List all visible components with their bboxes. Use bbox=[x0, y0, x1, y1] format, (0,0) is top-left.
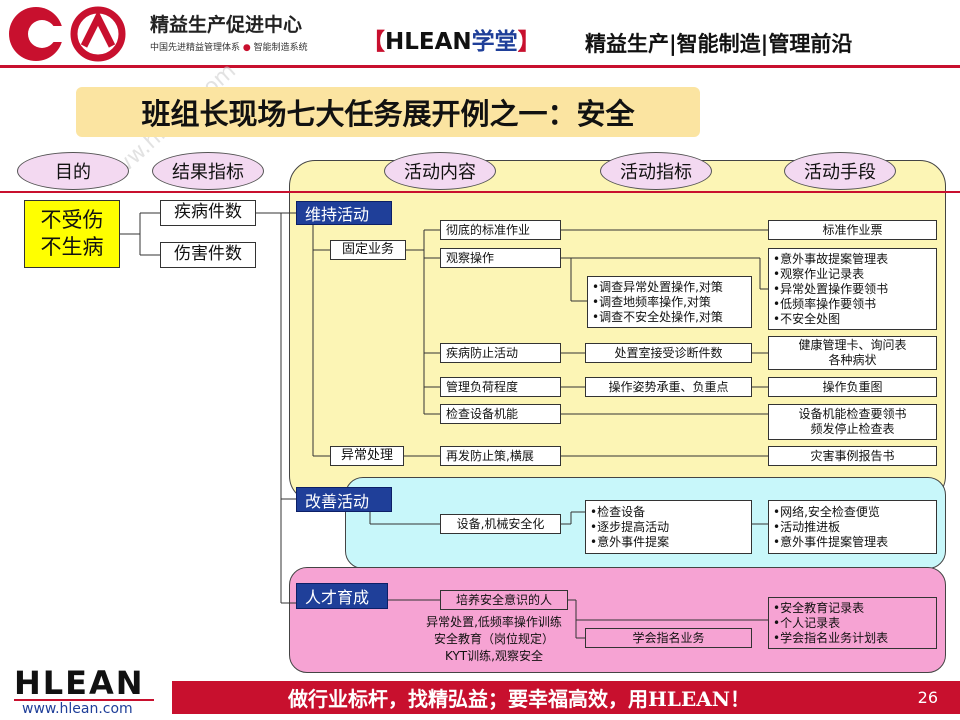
page-title: 班组长现场七大任务展开例之一：安全 bbox=[76, 87, 700, 137]
means-observe-line: •不安全处图 bbox=[773, 311, 841, 326]
column-activity-means: 活动手段 bbox=[784, 152, 896, 190]
means-observe: •意外事故提案管理表 •观察作业记录表 •异常处置操作要领书 •低频率操作要领书… bbox=[768, 248, 937, 330]
indicator-observe: •调查异常处置操作,对策 •调查地频率操作,对策 •调查不安全处操作,对策 bbox=[587, 276, 752, 328]
means-standard-work-sheet: 标准作业票 bbox=[768, 220, 937, 240]
center-subtitle: 中国先进精益管理体系 ● 智能制造系统 bbox=[150, 40, 308, 53]
brand-label: 【HLEAN学堂】 bbox=[362, 22, 541, 56]
indicator-observe-line: •调查不安全处操作,对策 bbox=[592, 309, 723, 324]
item-equipment-check: 检查设备机能 bbox=[440, 404, 561, 424]
result-injury-count: 伤害件数 bbox=[160, 242, 256, 268]
column-purpose: 目的 bbox=[17, 152, 129, 190]
footer-url: www.hlean.com bbox=[22, 701, 133, 717]
means-disaster-report: 灾害事例报告书 bbox=[768, 446, 937, 466]
footer-logo: HLEAN bbox=[14, 664, 145, 702]
improve-indicator-line: •检查设备 bbox=[590, 504, 646, 519]
improve-means-line: •网络,安全检查便览 bbox=[773, 504, 880, 519]
improve-means-line: •意外事件提案管理表 bbox=[773, 534, 889, 549]
improve-indicator-line: •意外事件提案 bbox=[590, 534, 670, 549]
brand-bracket-close: 】 bbox=[517, 29, 541, 55]
talent-means-line: •学会指名业务计划表 bbox=[773, 630, 889, 645]
center-subtitle-part2: 智能制造系统 bbox=[253, 43, 308, 53]
item-standard-work: 彻底的标准作业 bbox=[440, 220, 561, 240]
means-equipment: 设备机能检查要领书 频发停止检查表 bbox=[768, 404, 937, 440]
column-activity-content: 活动内容 bbox=[384, 152, 496, 190]
center-title: 精益生产促进中心 bbox=[150, 14, 303, 36]
column-header-line bbox=[0, 191, 960, 193]
item-observe-operation: 观察操作 bbox=[440, 248, 561, 268]
improve-indicator-line: •逐步提高活动 bbox=[590, 519, 670, 534]
column-activity-indicator: 活动指标 bbox=[600, 152, 712, 190]
talent-means-line: •安全教育记录表 bbox=[773, 600, 865, 615]
improve-indicators: •检查设备 •逐步提高活动 •意外事件提案 bbox=[585, 500, 752, 554]
item-recurrence-prevention: 再发防止策,横展 bbox=[440, 446, 561, 466]
header: 精益生产促进中心 中国先进精益管理体系 ● 智能制造系统 【HLEAN学堂】 精… bbox=[0, 0, 960, 70]
talent-means-line: •个人记录表 bbox=[773, 615, 841, 630]
category-maintain: 维持活动 bbox=[296, 201, 392, 225]
category-talent: 人才育成 bbox=[296, 583, 388, 609]
means-disease-line: 健康管理卡、询问表 bbox=[798, 338, 907, 352]
footer-logo-underline bbox=[14, 699, 154, 701]
indicator-observe-line: •调查异常处置操作,对策 bbox=[592, 279, 723, 294]
purpose-line2: 不生病 bbox=[40, 235, 104, 259]
brand-bracket-open: 【 bbox=[362, 29, 385, 55]
purpose-line1: 不受伤 bbox=[40, 207, 104, 232]
means-observe-line: •意外事故提案管理表 bbox=[773, 251, 889, 266]
indicator-disease: 处置室接受诊断件数 bbox=[585, 343, 752, 363]
talent-notes: 异常处置,低频率操作训练 安全教育（岗位规定） KYT训练,观察安全 bbox=[412, 614, 576, 664]
improve-means-line: •活动推进板 bbox=[773, 519, 841, 534]
tagline: 精益生产|智能制造|管理前沿 bbox=[585, 32, 853, 56]
means-equipment-line: 设备机能检查要领书 bbox=[798, 407, 907, 421]
page-title-text: 班组长现场七大任务展开例之一：安全 bbox=[141, 97, 635, 131]
abnormal-handling: 异常处理 bbox=[330, 446, 404, 466]
talent-note-line: 安全教育（岗位规定） bbox=[433, 631, 554, 646]
talent-note-line: KYT训练,观察安全 bbox=[445, 648, 543, 663]
column-result-indicator: 结果指标 bbox=[152, 152, 264, 190]
indicator-observe-line: •调查地频率操作,对策 bbox=[592, 294, 711, 309]
brand-hlean: HLEAN bbox=[385, 29, 472, 55]
means-observe-line: •观察作业记录表 bbox=[773, 266, 865, 281]
indicator-load: 操作姿势承重、负重点 bbox=[585, 377, 752, 397]
center-logo-icon bbox=[9, 6, 126, 62]
fixed-business: 固定业务 bbox=[330, 240, 406, 260]
means-load: 操作负重图 bbox=[768, 377, 937, 397]
dot-icon: ● bbox=[240, 43, 254, 53]
item-load-management: 管理负荷程度 bbox=[440, 377, 561, 397]
footer-bar: 做行业标杆，找精弘益；要幸福高效，用HLEAN！ 26 bbox=[172, 681, 960, 714]
center-subtitle-part1: 中国先进精益管理体系 bbox=[150, 43, 241, 53]
maintain-panel bbox=[289, 160, 946, 502]
footer-logo-text: HLEAN bbox=[14, 664, 145, 702]
talent-means: •安全教育记录表 •个人记录表 •学会指名业务计划表 bbox=[768, 597, 937, 649]
item-safety-awareness: 培养安全意识的人 bbox=[440, 590, 568, 610]
means-observe-line: •异常处置操作要领书 bbox=[773, 281, 889, 296]
item-machine-safety: 设备,机械安全化 bbox=[440, 514, 561, 534]
item-disease-prevention: 疾病防止活动 bbox=[440, 343, 561, 363]
page-number: 26 bbox=[917, 688, 938, 707]
means-disease: 健康管理卡、询问表 各种病状 bbox=[768, 336, 937, 370]
category-improve: 改善活动 bbox=[296, 487, 392, 512]
footer-slogan: 做行业标杆，找精弘益；要幸福高效，用HLEAN！ bbox=[288, 687, 751, 711]
result-disease-count: 疾病件数 bbox=[160, 200, 256, 226]
header-divider bbox=[0, 65, 960, 68]
talent-indicator: 学会指名业务 bbox=[585, 628, 752, 648]
talent-note-line: 异常处置,低频率操作训练 bbox=[426, 615, 562, 629]
means-observe-line: •低频率操作要领书 bbox=[773, 296, 877, 311]
improve-means: •网络,安全检查便览 •活动推进板 •意外事件提案管理表 bbox=[768, 500, 937, 554]
purpose-box: 不受伤 不生病 bbox=[24, 200, 120, 268]
brand-school: 学堂 bbox=[471, 29, 518, 55]
means-equipment-line: 频发停止检查表 bbox=[810, 422, 895, 436]
means-disease-line: 各种病状 bbox=[828, 353, 877, 367]
